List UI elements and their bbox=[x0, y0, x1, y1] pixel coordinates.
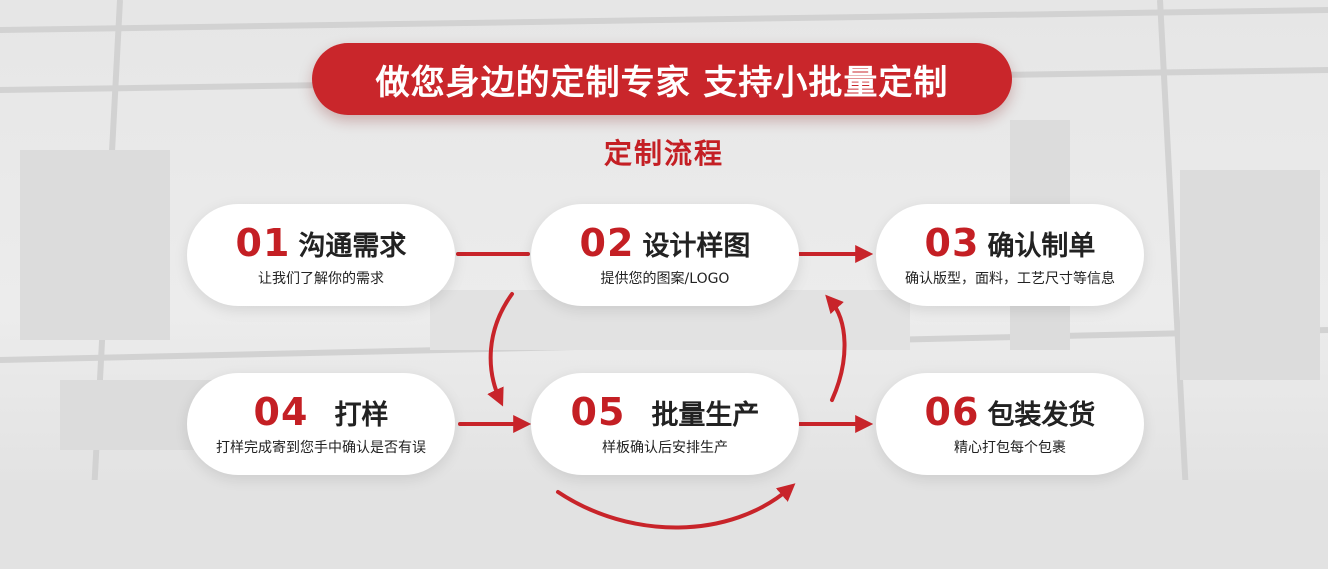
step-title: 包装发货 bbox=[987, 399, 1096, 431]
step-number: 03 bbox=[924, 221, 980, 265]
step-card-02: 02 设计样图 提供您的图案/LOGO bbox=[531, 204, 799, 306]
slogan-text: 做您身边的定制专家 支持小批量定制 bbox=[375, 62, 949, 103]
step-number: 02 bbox=[579, 221, 635, 265]
process-title: 定制流程 bbox=[603, 137, 724, 170]
step-title: 确认制单 bbox=[987, 230, 1096, 262]
slogan-banner: 做您身边的定制专家 支持小批量定制 bbox=[312, 43, 1012, 115]
step-description: 精心打包每个包裹 bbox=[954, 440, 1066, 456]
step-card-04: 04 打样 打样完成寄到您手中确认是否有误 bbox=[187, 373, 455, 475]
step-card-03: 03 确认制单 确认版型，面料，工艺尺寸等信息 bbox=[876, 204, 1144, 306]
step-card-01: 01 沟通需求 让我们了解你的需求 bbox=[187, 204, 455, 306]
step-number: 04 bbox=[253, 390, 309, 434]
step-description: 确认版型，面料，工艺尺寸等信息 bbox=[905, 271, 1115, 287]
step-number: 06 bbox=[924, 390, 980, 434]
step-title: 打样 bbox=[334, 399, 389, 431]
step-title: 设计样图 bbox=[642, 230, 751, 262]
step-title: 沟通需求 bbox=[298, 230, 407, 262]
step-description: 让我们了解你的需求 bbox=[258, 271, 384, 287]
step-number: 05 bbox=[570, 390, 626, 434]
step-card-06: 06 包装发货 精心打包每个包裹 bbox=[876, 373, 1144, 475]
step-description: 样板确认后安排生产 bbox=[602, 440, 728, 456]
step-title: 批量生产 bbox=[651, 399, 760, 431]
step-number: 01 bbox=[235, 221, 291, 265]
step-description: 提供您的图案/LOGO bbox=[600, 271, 730, 287]
step-card-05: 05 批量生产 样板确认后安排生产 bbox=[531, 373, 799, 475]
step-description: 打样完成寄到您手中确认是否有误 bbox=[216, 440, 426, 456]
